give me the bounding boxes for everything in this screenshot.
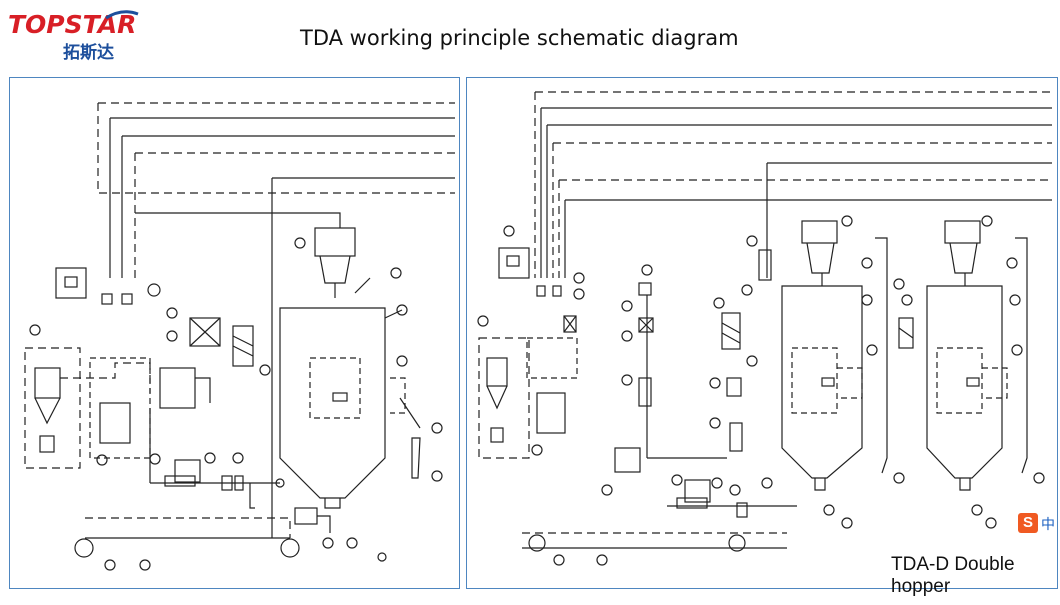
page-title: TDA working principle schematic diagram <box>300 26 739 50</box>
logo-brand-cn: 拓斯达 <box>63 43 114 63</box>
double-hopper-schematic-panel: TDA-D Double hopper <box>466 77 1058 597</box>
logo-swoosh-icon <box>105 10 139 20</box>
sogou-ime-icon[interactable]: S <box>1018 513 1038 533</box>
topstar-logo: TOPSTAR 拓斯达 <box>8 8 148 63</box>
single-hopper-schematic-diagram <box>24 102 455 571</box>
double-hopper-schematic-diagram <box>477 91 1052 566</box>
single-hopper-schematic-panel <box>9 77 460 589</box>
input-method-indicator[interactable]: S 中 <box>1018 513 1060 535</box>
double-hopper-caption: TDA-D Double hopper <box>891 554 1015 597</box>
ime-language-label[interactable]: 中 <box>1041 516 1055 532</box>
